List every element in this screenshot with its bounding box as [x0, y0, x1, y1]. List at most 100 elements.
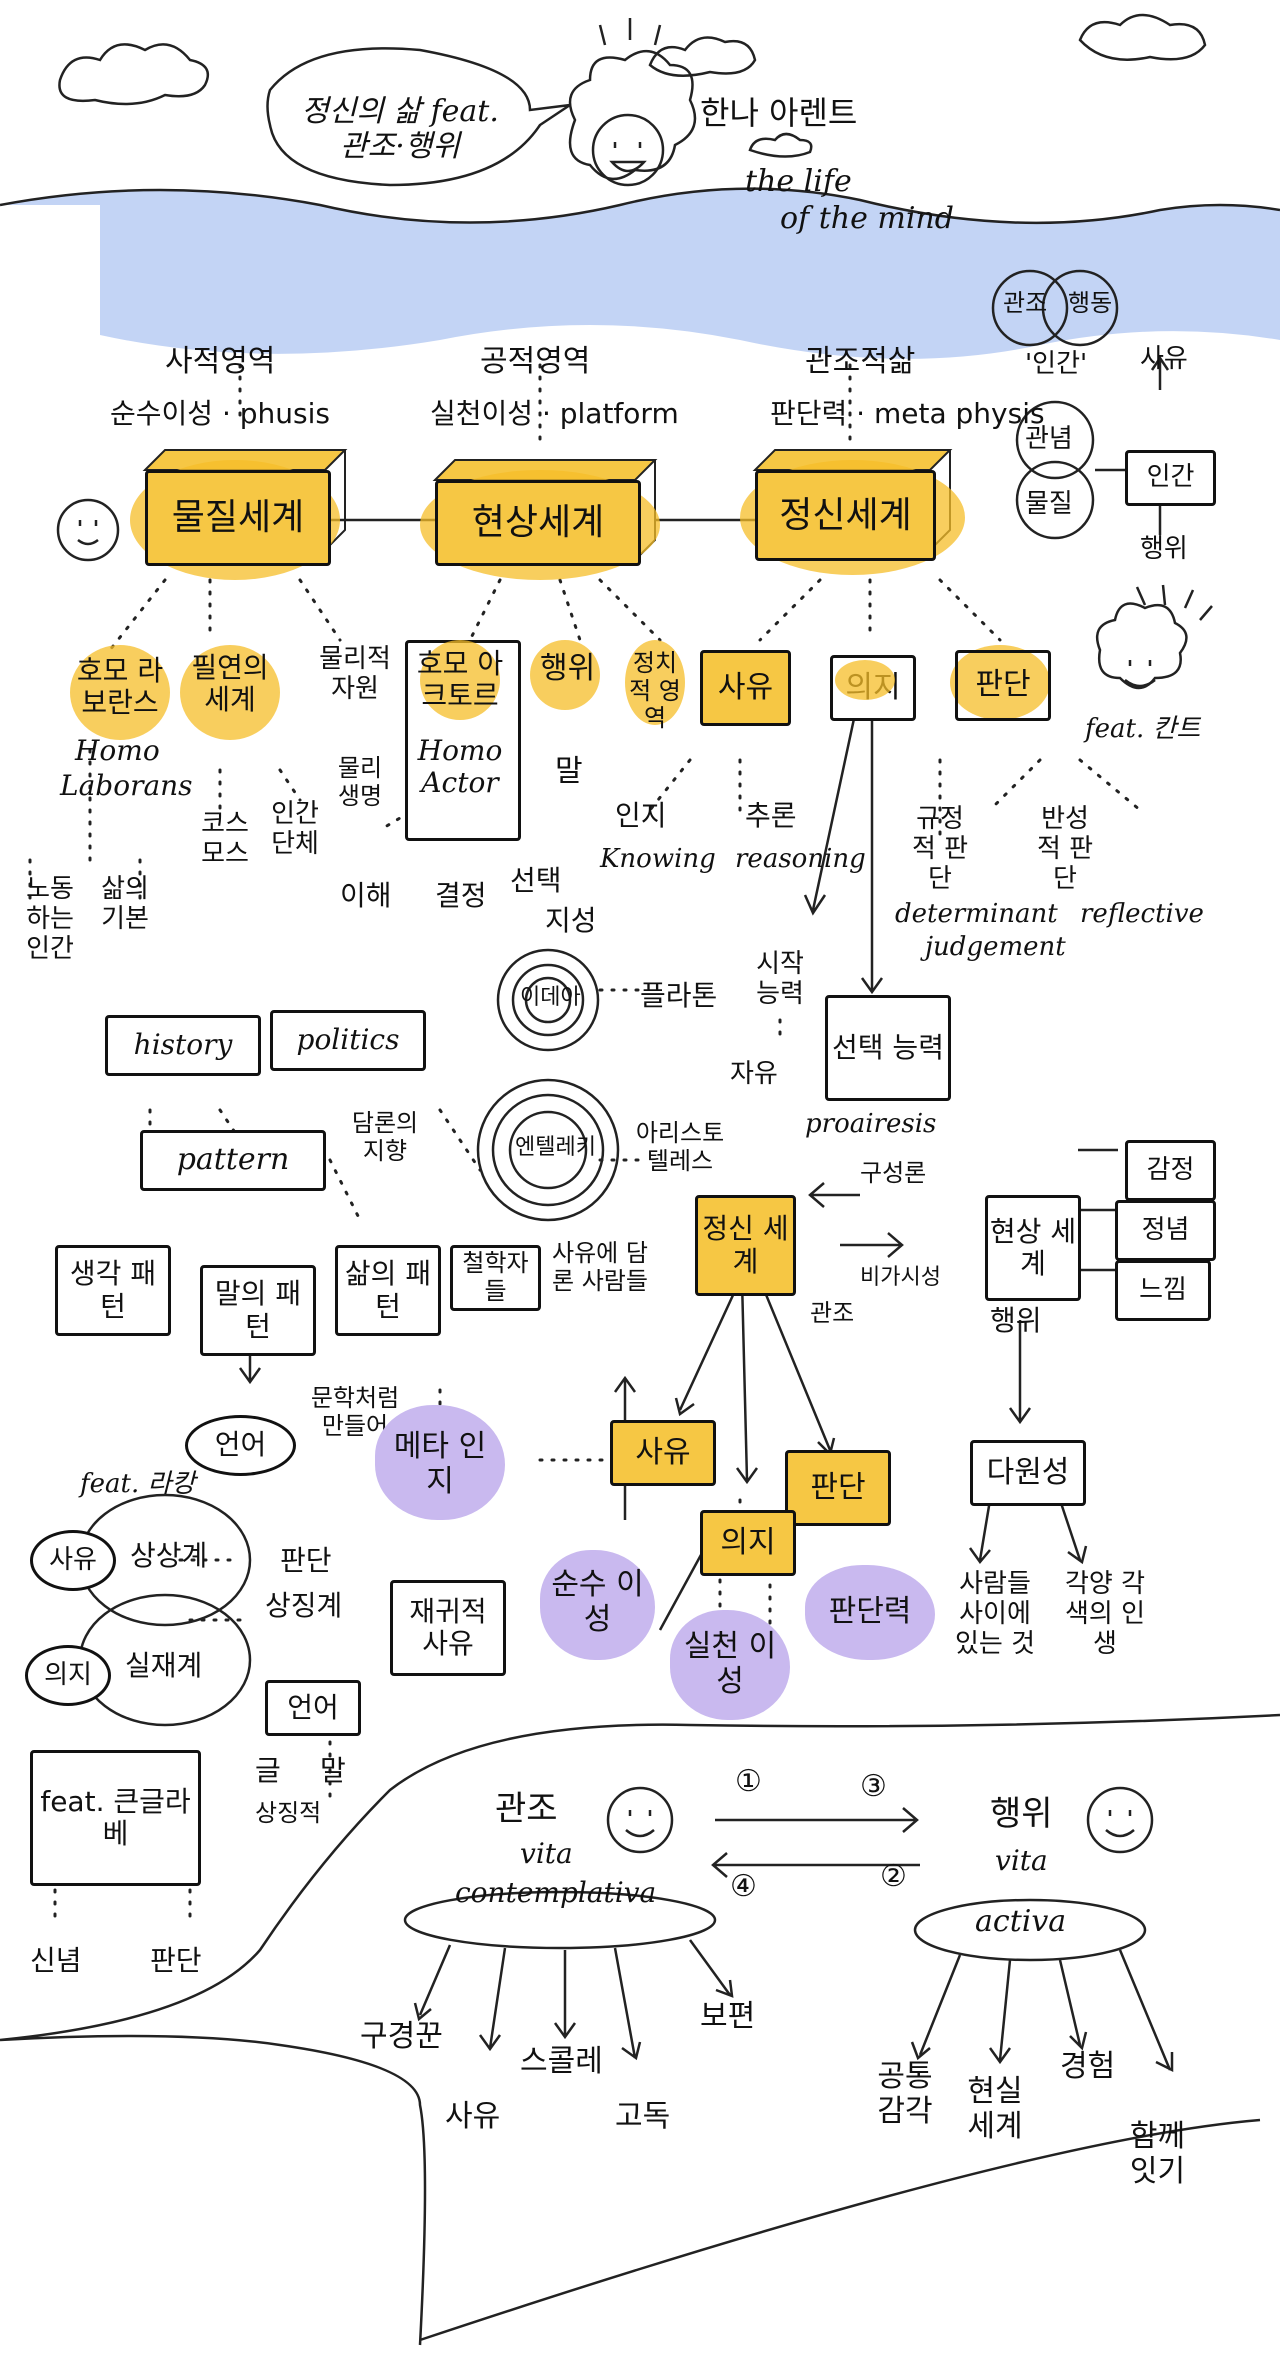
understanding: 이해 [340, 879, 392, 912]
plurality-box: 다원성 [970, 1440, 1086, 1506]
clouds [58, 13, 1207, 158]
action-label-bottom: 행위 [990, 1794, 1053, 1834]
willing2-box: 의지 [700, 1510, 796, 1576]
each-life: 각양 각색의 인생 [1064, 1569, 1146, 1659]
pattern-box: pattern [140, 1130, 326, 1191]
human-body: 인간 단체 [271, 799, 319, 859]
meta-cognition-blob [375, 1405, 505, 1520]
knowledge: 지성 [545, 904, 597, 937]
human-box: 인간 [1125, 450, 1216, 506]
judgement: judgement [925, 932, 1066, 962]
a-item-real-world: 현실 세계 [967, 2074, 1023, 2144]
realm-heading-contemplative: 관조적삶 [805, 344, 916, 379]
writing: 글 [255, 1754, 281, 1787]
speech2: 말 [320, 1754, 346, 1787]
num-3: ③ [860, 1769, 887, 1804]
arendt-head [568, 18, 697, 187]
judgment-power-blob [805, 1565, 935, 1660]
language2-box: 언어 [265, 1680, 361, 1736]
reasoning-ko: 추론 [745, 799, 797, 832]
realm-sub-contemplative: 판단력 · meta physis [770, 397, 1045, 430]
hl-political [625, 640, 685, 725]
comparison: 비가시성 [860, 1265, 941, 1290]
mind-world-box: 정신 세계 [695, 1195, 796, 1296]
venn-mid-top: 관념 [1025, 424, 1073, 454]
venn-left-label: 관조 [1003, 289, 1048, 317]
feat-kant: feat. 칸트 [1085, 714, 1201, 744]
idea-circle: 이데아 [520, 985, 581, 1010]
ability-start: 시작 능력 [756, 949, 804, 1009]
author-ko: 한나 아렌트 [700, 94, 858, 132]
bottom-arrows [403, 1807, 1174, 2073]
hl-necessity [180, 645, 280, 740]
num-2: ② [880, 1859, 907, 1894]
num-1: ① [735, 1764, 762, 1799]
will3-oval: 의지 [25, 1645, 111, 1706]
practical-reason-blob [670, 1610, 790, 1720]
bottom-boundary [0, 1713, 1280, 2346]
c-item-thinking: 사유 [445, 2099, 501, 2134]
physical-need: 물리적 자원 [319, 644, 391, 704]
politics-box: politics [270, 1010, 426, 1071]
determinant: determinant [895, 899, 1058, 929]
philosophers-box: 철학자들 [450, 1245, 541, 1311]
aristotle: 아리스토텔레스 [635, 1119, 725, 1175]
life-pattern-box: 삶의 패턴 [335, 1245, 441, 1336]
discourse-orientation: 담론의 지향 [351, 1109, 419, 1165]
pure-reason: 순수 이성 [551, 1567, 644, 1637]
plato: 플라톤 [640, 979, 718, 1012]
realm-sub-private: 순수이성 · phusis [110, 397, 330, 430]
reflexive-box: 재귀적 사유 [390, 1580, 506, 1676]
create-note: 문학처럼 만들어 [310, 1384, 400, 1440]
venn-top [991, 269, 1170, 540]
judge3: 판단 [280, 1544, 332, 1577]
lacan-venn [78, 1493, 252, 1727]
speech: 말 [555, 754, 583, 789]
speech-pattern-box: 말의 패턴 [200, 1265, 316, 1356]
practical-reason: 실천 이성 [683, 1629, 777, 1699]
choice: 선택 [510, 864, 562, 897]
life-basis: 삶의 기본 [101, 874, 149, 934]
cosmos: 코스모스 [201, 809, 249, 869]
hl-judging [950, 645, 1050, 720]
c-item-solitude: 고독 [615, 2099, 671, 2134]
freedom: 자유 [730, 1059, 778, 1089]
feeling-box: 느낌 [1115, 1260, 1211, 1321]
symbolic-note: 상징적 [255, 1799, 322, 1827]
realm-box-material: 물질세계 [145, 470, 331, 566]
phenomenon-world-box: 현상 세계 [985, 1195, 1081, 1301]
hl-action [530, 640, 600, 710]
necessity-world: 필연의 세계 [191, 651, 269, 717]
homo-actor-en: Homo Actor [417, 734, 503, 800]
think3-oval: 사유 [30, 1530, 116, 1591]
hl-homo-laborans [70, 645, 170, 740]
realm-heading-public: 공적영역 [480, 344, 591, 379]
language-oval: 언어 [185, 1415, 296, 1476]
venn-right-label: 행동 [1068, 289, 1113, 317]
feat-lacan: feat. 라캉 [80, 1469, 196, 1499]
vita-activa-2: activa [975, 1904, 1067, 1939]
judgment-power: 판단력 [828, 1594, 912, 1629]
human-below: 행위 [1140, 534, 1188, 564]
political-realm: 정치적 영역 [629, 649, 681, 733]
symbolic: 상징계 [265, 1589, 343, 1622]
judging2-box: 판단 [785, 1450, 891, 1526]
choice-ability-box: 선택 능력 [825, 995, 951, 1101]
homo-actor: 호모 아크토르 [416, 647, 504, 713]
proairesis: proairesis [805, 1109, 937, 1139]
people-note: 사유에 담론 사람들 [552, 1239, 648, 1295]
composition: 구성론 [860, 1159, 927, 1187]
contemplation-label: 관조 [495, 1789, 558, 1829]
c-item-universal: 보편 [700, 1999, 756, 2034]
knowing: Knowing [600, 844, 716, 874]
speech-bubble [266, 47, 571, 187]
reflective: reflective [1080, 899, 1204, 929]
feat-box: feat. 큰글라베 [30, 1750, 201, 1886]
a-item-together: 함께 잇기 [1129, 2119, 1186, 2189]
realm-sub-public: 실천이성 · platform [430, 397, 679, 430]
a-item-experience: 경험 [1060, 2049, 1116, 2084]
reflective-ko: 반성적 판단 [1036, 804, 1094, 894]
realm-heading-private: 사적영역 [165, 344, 276, 379]
meta-cognition: 메타 인지 [393, 1429, 487, 1499]
